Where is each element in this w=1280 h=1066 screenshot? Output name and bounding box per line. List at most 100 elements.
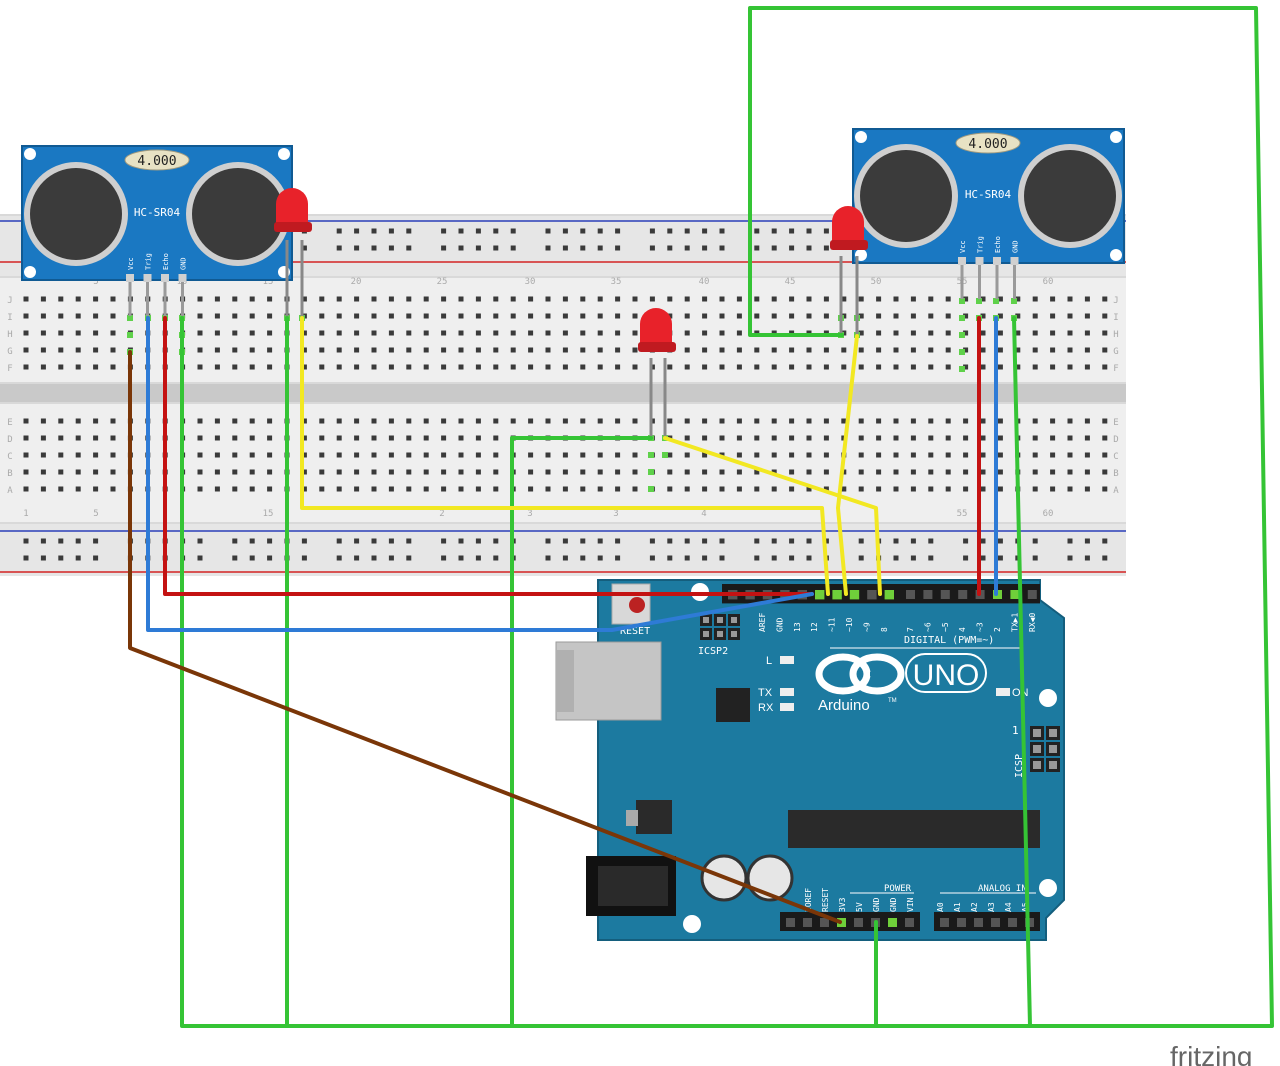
breadboard-hole [928,296,934,302]
breadboard-hole [823,486,829,492]
breadboard-hole [388,228,394,234]
breadboard-hole [93,452,99,458]
breadboard-hole [615,538,621,544]
breadboard-hole [893,296,899,302]
breadboard-hole [771,228,777,234]
analog-label: ANALOG IN [978,884,1027,894]
mount-hole [1039,879,1057,897]
breadboard-hole [997,296,1003,302]
column-number: 50 [871,277,882,287]
breadboard-hole [1050,418,1056,424]
breadboard-hole [493,347,499,353]
usb-connector-edge [556,650,574,712]
breadboard-hole [110,347,116,353]
digital-label: DIGITAL (PWM=~) [904,635,994,646]
mount-hole [1039,689,1057,707]
breadboard-hole [493,228,499,234]
breadboard-hole [562,296,568,302]
column-number: 35 [611,277,622,287]
row-letter: C [1113,452,1118,462]
breadboard-hole [301,418,307,424]
breadboard-hole [893,364,899,370]
header-pin-contact [1033,761,1041,769]
breadboard-hole [249,538,255,544]
breadboard-hole [702,296,708,302]
breadboard-hole [441,538,447,544]
breadboard-hole [1015,347,1021,353]
breadboard-hole [684,435,690,441]
led-rx [780,703,794,711]
breadboard-hole [1067,452,1073,458]
breadboard-hole [371,364,377,370]
breadboard-hole [197,296,203,302]
breadboard-hole [736,469,742,475]
breadboard-hole [910,418,916,424]
breadboard-hole [336,228,342,234]
breadboard-hole [1032,347,1038,353]
breadboard-hole [789,228,795,234]
breadboard-hole [928,330,934,336]
crystal-label: 4.000 [968,137,1007,152]
header-pin-contact [1049,761,1057,769]
breadboard-hole [945,313,951,319]
breadboard-hole [736,486,742,492]
wire-blue-echo-left [146,316,814,632]
breadboard-hole [232,452,238,458]
breadboard-hole [458,469,464,475]
wire-red-trig-left [163,316,814,596]
sensor-pin-label: Trig [977,236,985,253]
breadboard-hole [754,486,760,492]
breadboard-hole [371,418,377,424]
header-pin [854,918,863,927]
breadboard-hole [336,296,342,302]
breadboard-hole [545,347,551,353]
row-letter: E [7,418,12,428]
breadboard-hole [562,245,568,251]
breadboard-hole [93,435,99,441]
digital-pin-label: ~6 [923,622,932,632]
breadboard-hole [336,313,342,319]
breadboard-hole [423,452,429,458]
column-number: 3 [527,509,532,519]
power-header [780,912,920,931]
breadboard-hole [580,418,586,424]
sensor-pin [1010,257,1019,265]
breadboard-hole [876,435,882,441]
breadboard-hole [997,435,1003,441]
breadboard-hole [823,313,829,319]
breadboard-hole [441,435,447,441]
breadboard-hole [910,538,916,544]
header-pin [906,590,915,599]
row-letter: B [1113,469,1118,479]
breadboard-hole [562,313,568,319]
breadboard-hole [806,435,812,441]
breadboard-hole [354,296,360,302]
mount-hole [855,131,867,143]
breadboard-hole [928,313,934,319]
breadboard-hole [910,330,916,336]
breadboard-hole [58,435,64,441]
breadboard-hole [615,228,621,234]
voltage-regulator [636,800,672,834]
wire-yellow-led2-pin8 [663,436,882,596]
breadboard-hole [301,347,307,353]
breadboard-hole [719,330,725,336]
analog-pin-label: A4 [1004,902,1013,912]
breadboard-hole [388,245,394,251]
power-pin-label: GND [872,897,881,912]
breadboard-hole [354,245,360,251]
breadboard-hole [823,418,829,424]
breadboard-hole [354,313,360,319]
breadboard-hole [458,347,464,353]
breadboard-hole [93,313,99,319]
breadboard-hole [945,330,951,336]
breadboard-hole [371,245,377,251]
breadboard-hole [597,538,603,544]
breadboard-hole [267,486,273,492]
sensor-pin [993,257,1001,265]
sensor-pin [143,274,152,282]
sensor-pin-label: Vcc [959,240,967,253]
breadboard-hole [354,364,360,370]
breadboard-hole [423,347,429,353]
